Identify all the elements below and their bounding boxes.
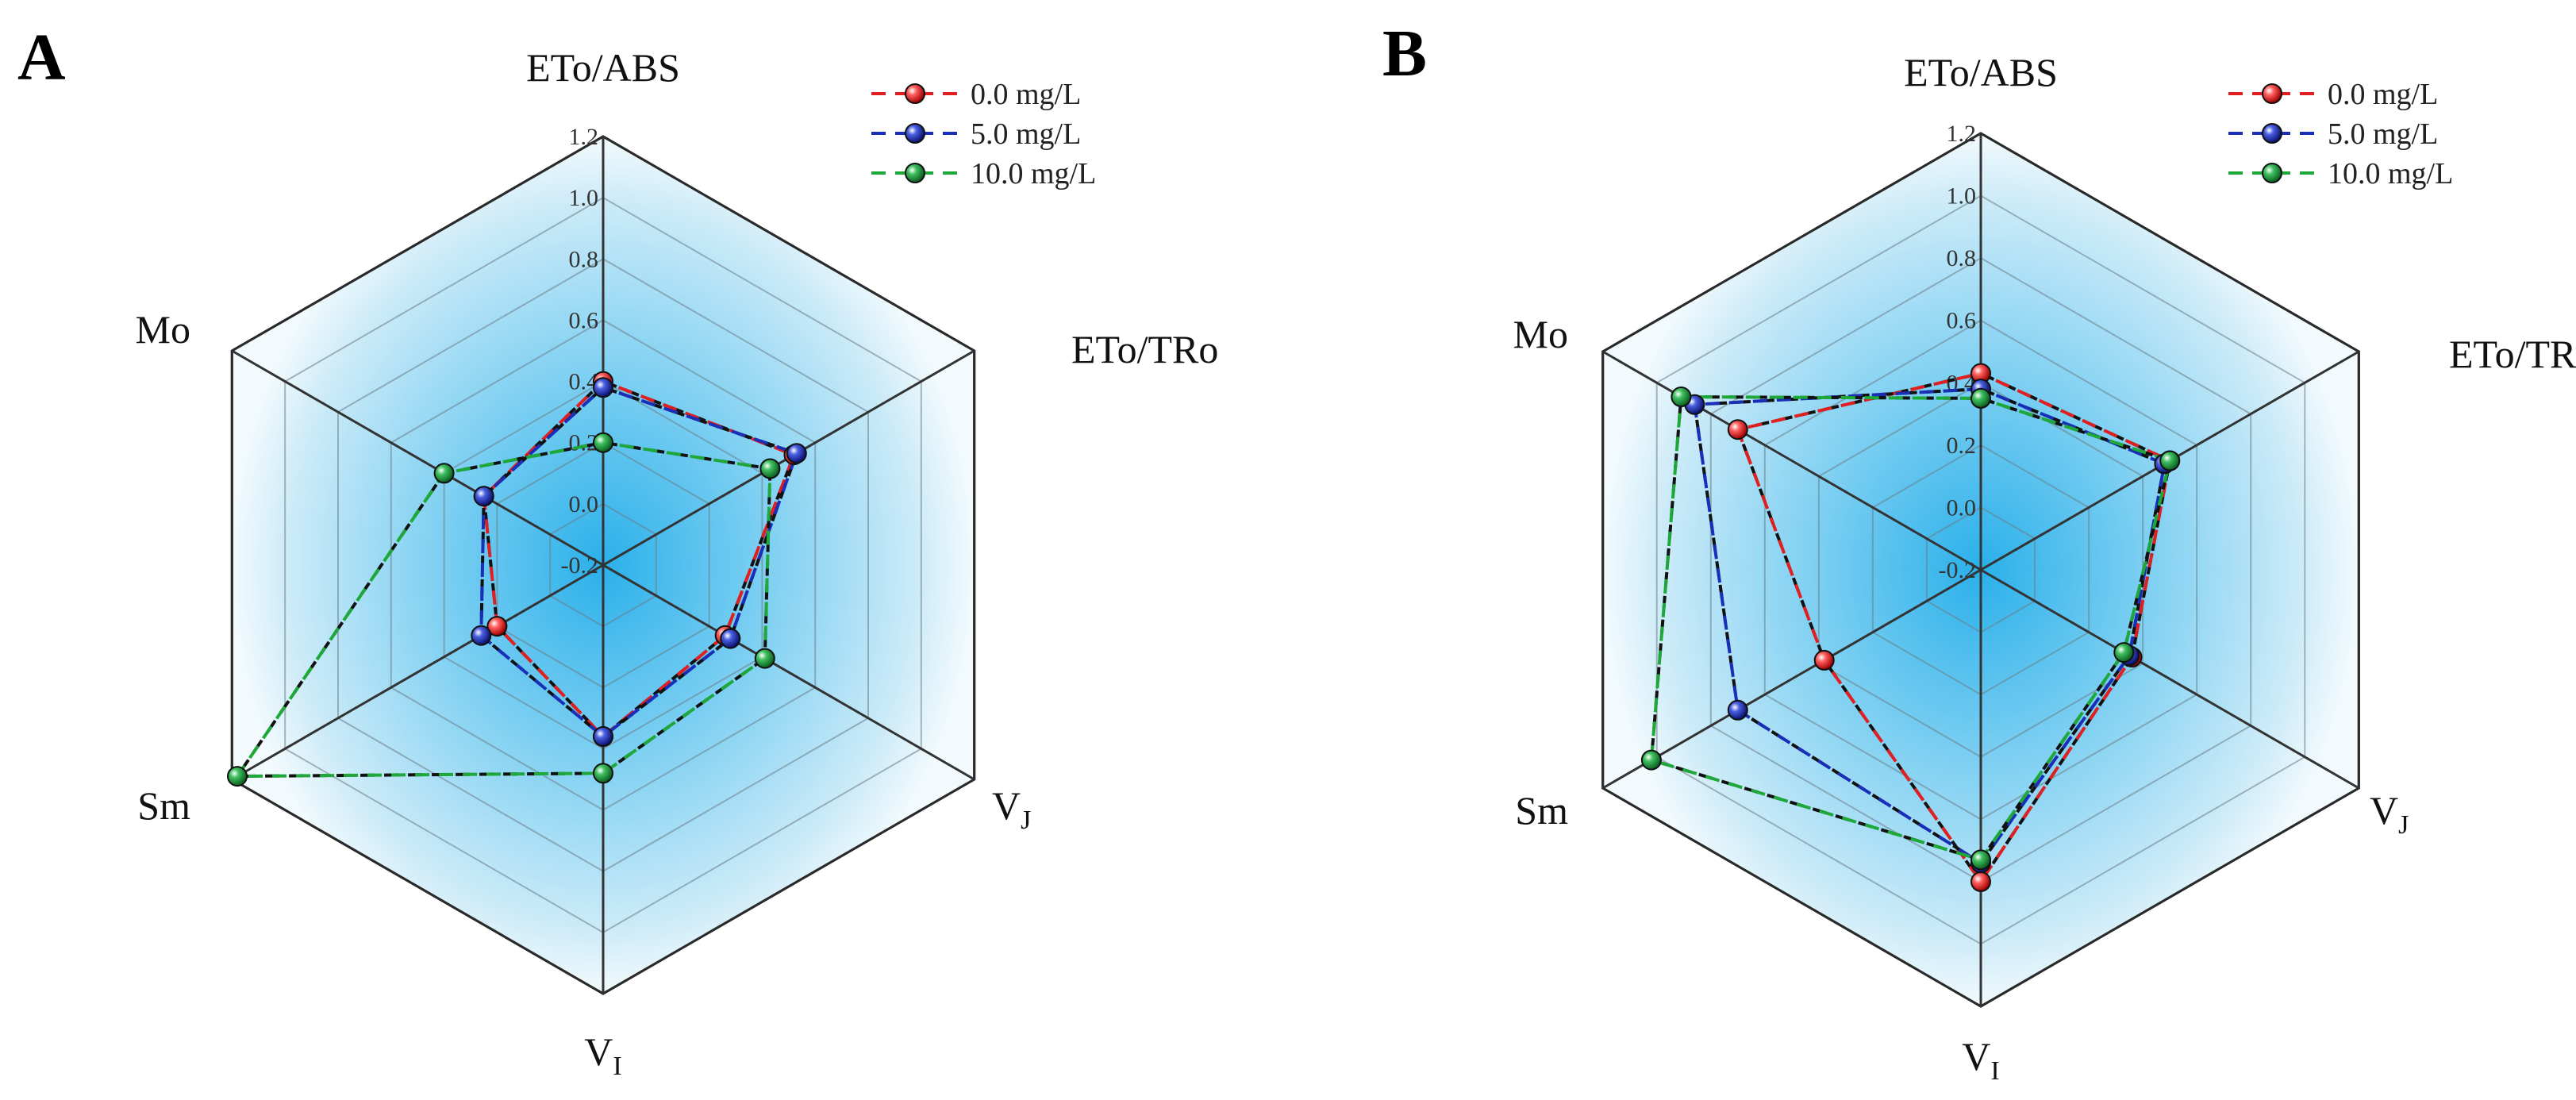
legend-label: 5.0 mg/L (2328, 117, 2438, 151)
legend-swatch-marker (905, 123, 925, 144)
axis-label: Sm (137, 783, 190, 828)
panel-letter-b: B (1382, 17, 1427, 90)
data-point (759, 458, 781, 479)
axis-spoke (1601, 350, 1982, 571)
data-point (1970, 387, 1991, 409)
tick-label: 0.8 (569, 246, 599, 272)
axis-spoke (1601, 568, 1982, 790)
tick-label: 0.0 (1947, 494, 1977, 521)
axis-label: VI (1962, 1034, 1999, 1086)
axis-label: VI (584, 1029, 621, 1081)
data-point (593, 763, 613, 784)
data-point (593, 726, 613, 747)
axis-label: VJ (2370, 788, 2409, 840)
legend-swatch-marker (905, 83, 925, 104)
axis-label: VJ (992, 783, 1031, 835)
radar-chart-a: -0.20.00.20.40.60.81.01.2ETo/ABSETo/TRoV… (136, 45, 1219, 1081)
data-point (2159, 450, 2181, 471)
axis-label: Mo (1513, 312, 1568, 356)
legend-swatch-marker (2262, 163, 2282, 183)
axis-spoke (231, 563, 604, 781)
legend-swatch-marker (905, 163, 925, 183)
data-point (786, 443, 807, 464)
tick-label: 0.6 (1947, 308, 1977, 334)
tick-label: 1.2 (1947, 121, 1977, 147)
data-point (473, 486, 494, 507)
legend-label: 5.0 mg/L (971, 117, 1081, 151)
legend-label: 10.0 mg/L (2328, 157, 2453, 190)
legend-swatch-marker (2262, 123, 2282, 144)
data-point (471, 625, 492, 646)
radar-chart-b: -0.20.00.20.40.60.81.01.2ETo/ABSETo/TRoV… (1513, 50, 2576, 1086)
data-point (720, 628, 741, 649)
data-point (2113, 642, 2135, 663)
data-point (1671, 387, 1692, 407)
tick-label: 0.6 (569, 307, 599, 333)
axis-spoke (1980, 568, 2360, 790)
legend: 0.0 mg/L 5.0 mg/L 10.0 mg/L (2228, 78, 2453, 190)
legend-label: 10.0 mg/L (971, 157, 1096, 190)
axis-label: ETo/ABS (526, 45, 680, 90)
tick-label: 1.0 (1947, 183, 1977, 210)
data-point (1640, 749, 1662, 771)
tick-label: 0.2 (1947, 433, 1977, 459)
axis-label: ETo/TRo (2449, 332, 2576, 376)
tick-label: 0.0 (569, 491, 599, 517)
legend: 0.0 mg/L 5.0 mg/L 10.0 mg/L (871, 78, 1096, 190)
data-point (1970, 849, 1991, 871)
tick-label: -0.2 (561, 552, 599, 579)
legend-swatch-marker (2262, 83, 2282, 104)
tick-label: 0.8 (1947, 245, 1977, 271)
data-point (1727, 419, 1748, 440)
tick-label: 1.2 (569, 124, 599, 150)
tick-label: 1.0 (569, 185, 599, 211)
data-point (227, 766, 248, 787)
legend-label: 0.0 mg/L (2328, 78, 2438, 111)
axis-label: ETo/TRo (1071, 327, 1218, 371)
data-point (486, 616, 508, 637)
data-point (1970, 871, 1991, 892)
data-point (593, 377, 613, 398)
axis-spoke (602, 563, 975, 781)
data-point (593, 432, 613, 453)
data-point (1813, 649, 1835, 671)
data-point (754, 648, 775, 669)
axis-label: Mo (136, 307, 190, 352)
legend-label: 0.0 mg/L (971, 78, 1081, 111)
data-point (1727, 699, 1748, 721)
tick-label: -0.2 (1939, 557, 1977, 583)
axis-label: ETo/ABS (1904, 50, 2058, 94)
panel-letter-a: A (17, 21, 66, 94)
axis-spoke (231, 349, 604, 567)
axis-label: Sm (1515, 788, 1568, 833)
data-point (433, 463, 455, 484)
